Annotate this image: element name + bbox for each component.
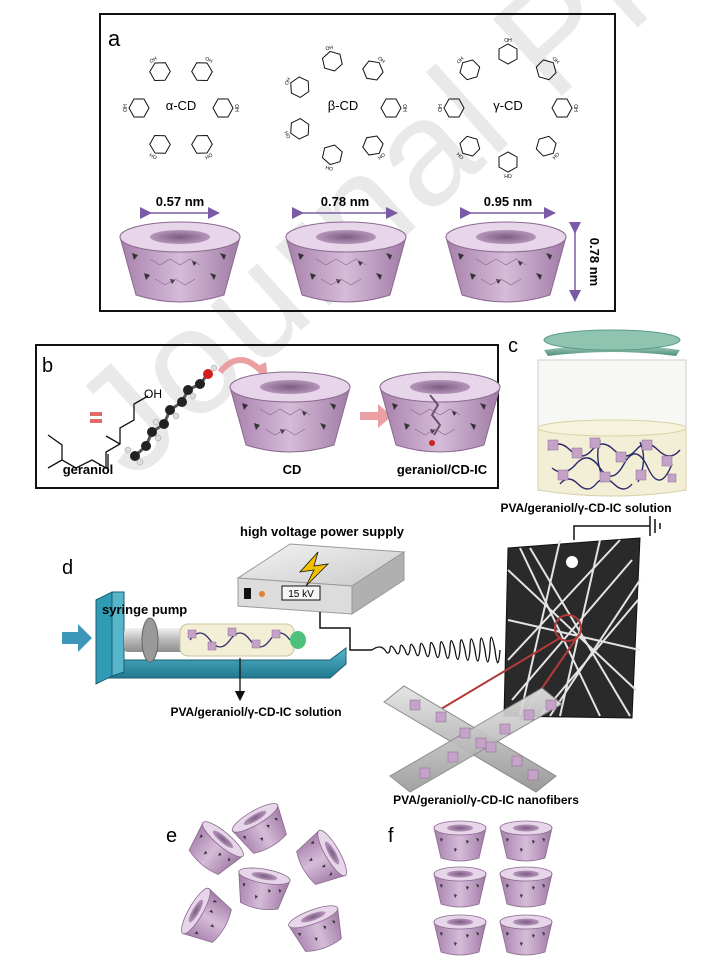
gamma-cd-label: γ-CD	[493, 98, 523, 113]
inclusion-complex-cone	[379, 371, 501, 453]
nanofiber-collector	[503, 537, 641, 719]
beta-cd-label: β-CD	[328, 98, 359, 113]
power-supply-box	[236, 543, 406, 615]
equals-bar-top	[90, 412, 102, 416]
syringe-solution-label: PVA/geraniol/γ-CD-IC solution	[170, 705, 341, 719]
complex-label: geraniol/CD-IC	[397, 462, 488, 477]
cd-label: CD	[283, 462, 302, 477]
complexation-arrow	[360, 404, 392, 428]
panel-f-channel-cds	[433, 820, 553, 956]
panel-b-frame	[35, 344, 499, 489]
alpha-cd-cone	[119, 221, 241, 303]
voltage-readout: 15 kV	[288, 589, 314, 600]
syringe-pump	[62, 591, 347, 685]
panel-c-letter: c	[508, 335, 518, 357]
oh-label: OH	[144, 387, 162, 401]
panel-d-letter: d	[62, 557, 73, 579]
equals-bar-bottom	[90, 419, 102, 423]
solution-vial	[537, 329, 687, 497]
geraniol-skeletal-structure	[47, 395, 149, 470]
beta-cavity-label: 0.78 nm	[321, 194, 369, 209]
panel-f-letter: f	[388, 825, 394, 847]
beta-cd-cone	[285, 221, 407, 303]
syringe-pump-label: syringe pump	[102, 602, 187, 617]
panel-b-letter: b	[42, 355, 53, 377]
gamma-cavity-label: 0.95 nm	[484, 194, 532, 209]
vial-caption: PVA/geraniol/γ-CD-IC solution	[500, 501, 671, 515]
panel-e-random-cds	[176, 798, 352, 958]
gamma-cd-cone	[445, 221, 567, 303]
push-arrow	[62, 624, 92, 652]
zoom-line-left	[435, 637, 561, 713]
ground-symbol	[649, 516, 661, 536]
panel-a-frame	[99, 13, 616, 312]
alpha-cd-label: α-CD	[166, 98, 197, 113]
insertion-arrow	[217, 357, 265, 375]
geraniol-ball-stick-model	[124, 364, 218, 466]
nanofibers-illustration	[383, 685, 563, 793]
high-voltage-wire	[319, 612, 372, 651]
geraniol-label: geraniol	[63, 462, 114, 477]
electrospinning-jet	[371, 636, 501, 664]
panel-a-letter: a	[108, 26, 121, 51]
cd-cone-b	[229, 371, 351, 453]
power-supply-label: high voltage power supply	[240, 524, 405, 539]
panel-e-letter: e	[166, 825, 177, 847]
ground-wire	[573, 525, 650, 540]
nanofibers-label: PVA/geraniol/γ-CD-IC nanofibers	[393, 793, 579, 807]
alpha-cavity-label: 0.57 nm	[156, 194, 204, 209]
height-label: 0.78 nm	[587, 238, 602, 286]
